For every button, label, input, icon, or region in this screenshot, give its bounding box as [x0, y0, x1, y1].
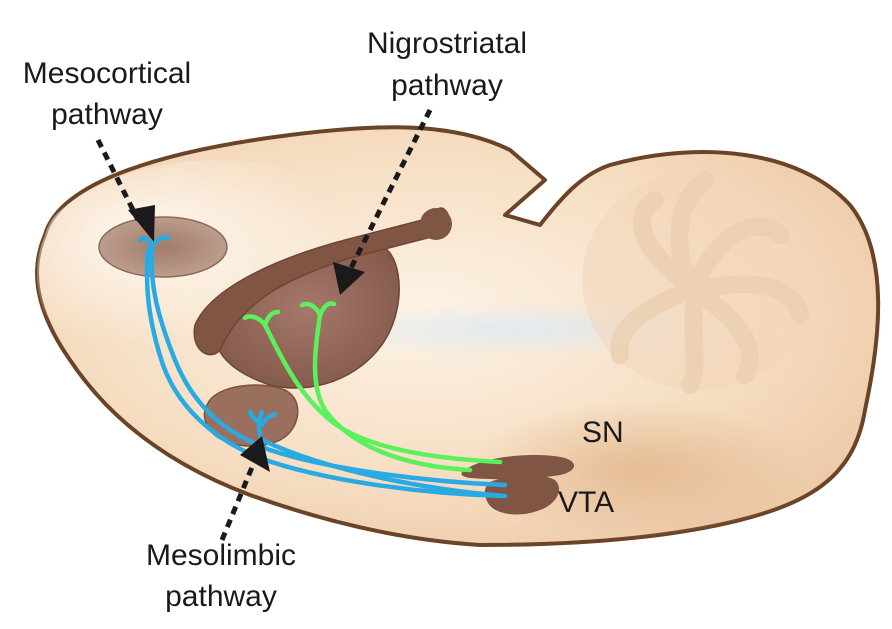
- prefrontal-cortex: [98, 216, 228, 278]
- nigrostriatal-label-line2: pathway: [391, 69, 503, 102]
- nigrostriatal-label-line1: Nigrostriatal: [367, 27, 527, 60]
- mesolimbic-label-line2: pathway: [165, 580, 277, 613]
- vta-label: VTA: [558, 486, 614, 519]
- nigrostriatal-arrow: [333, 108, 433, 295]
- mesocortical-label-line1: Mesocortical: [23, 57, 191, 90]
- sn-label: SN: [582, 416, 624, 449]
- mesolimbic-label-line1: Mesolimbic: [146, 539, 296, 572]
- mesolimbic-arrow: [219, 436, 270, 541]
- nigrostriatal-fibers: [242, 301, 503, 473]
- mesocortical-label-line2: pathway: [51, 98, 163, 131]
- mesocortical-mesolimbic-fibers: [137, 235, 508, 499]
- mesocortical-arrow: [95, 138, 155, 242]
- cerebellum: [582, 170, 818, 394]
